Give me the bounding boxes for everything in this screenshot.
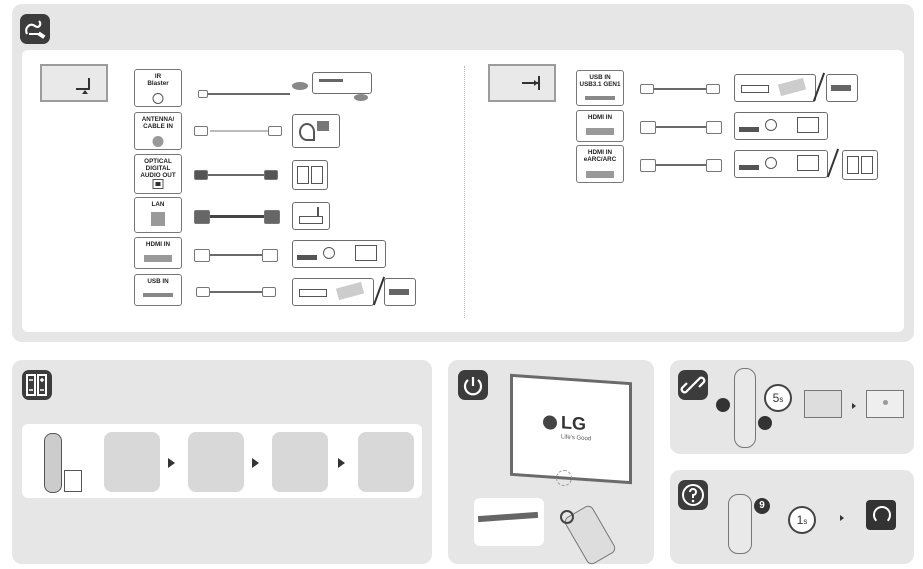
- battery-step-3: [272, 432, 328, 492]
- cable-icon: [20, 14, 50, 44]
- antenna-wall-icon: [292, 114, 340, 148]
- help-button-badge: 9: [754, 498, 770, 514]
- settings-button-icon: [758, 416, 772, 430]
- help-timer: 1s: [788, 506, 816, 534]
- step-arrow-2: [252, 458, 259, 468]
- battery-step-4: [358, 432, 414, 492]
- usb-plug-c: [640, 84, 654, 94]
- ir-plug: [198, 90, 208, 98]
- hdmi-earc-port: HDMI IN eARC/ARC: [576, 145, 624, 183]
- usb-stick-icon: [384, 278, 416, 306]
- ir-emitter-icon-2: [354, 94, 368, 101]
- ir-cable: [200, 93, 290, 95]
- speaker-icon-right: [842, 150, 878, 180]
- antenna-plug-a: [194, 126, 208, 136]
- home-button-icon: [716, 398, 730, 412]
- hdmi-in-port-right: HDMI IN: [576, 110, 624, 142]
- battery-icon: [22, 370, 52, 400]
- usb-drive-icon: [292, 278, 374, 306]
- set-top-box-icon: [312, 72, 372, 94]
- antenna-plug-b: [268, 126, 282, 136]
- usb-cable-left: [206, 291, 264, 293]
- lan-plug-a: [194, 210, 210, 224]
- hdmi-in-port-left: HDMI IN: [134, 237, 182, 269]
- usb-drive-icon-right: [734, 74, 816, 102]
- step-arrow-1: [168, 458, 175, 468]
- pair-timer: 5s: [764, 384, 792, 412]
- help-arrow: [840, 515, 844, 521]
- speaker-icon: [292, 160, 328, 190]
- hdmi-cable-left: [206, 254, 264, 256]
- hdmi-devices-icon: [292, 240, 386, 268]
- power-symbol-icon: [560, 510, 574, 524]
- usb-plug-b: [262, 287, 276, 297]
- lan-plug-b: [264, 210, 280, 224]
- earc-devices-icon: [734, 150, 828, 178]
- remote-with-batteries-icon: [44, 433, 62, 493]
- hdmi-plug-d: [706, 121, 722, 134]
- magic-remote-pair: [734, 368, 756, 448]
- hdmi-plug-c: [640, 121, 656, 134]
- hdmi-plug-f: [706, 159, 722, 172]
- hdmi-plug-b: [262, 249, 278, 262]
- antenna-port: ANTENNA/ CABLE IN: [134, 112, 182, 150]
- usb-in-port-right: USB IN USB3.1 GEN1: [576, 70, 624, 106]
- hdmi-plug-e: [640, 159, 656, 172]
- optical-audio-port: OPTICAL DIGITAL AUDIO OUT: [134, 154, 182, 194]
- optical-plug-b: [264, 170, 278, 180]
- optical-plug-a: [194, 170, 208, 180]
- hdmi-devices-icon-right: [734, 112, 828, 140]
- lan-port: LAN: [134, 197, 182, 233]
- lan-cable: [206, 215, 266, 218]
- tv-stand-closeup: [474, 498, 544, 546]
- battery-step-1: [104, 432, 160, 492]
- lg-logo-icon: [543, 415, 557, 431]
- hdmi-plug-a: [194, 249, 210, 262]
- tv-brand: LG: [561, 412, 586, 435]
- optical-cable: [204, 174, 266, 176]
- step-arrow-3: [338, 458, 345, 468]
- support-headset-icon: [866, 500, 896, 530]
- usb-plug-d: [706, 84, 720, 94]
- tv-screen-off: [804, 390, 842, 418]
- ir-blaster-port: IR Blaster: [134, 69, 182, 107]
- link-icon: [678, 370, 708, 400]
- tv-power-button[interactable]: [556, 470, 572, 486]
- pair-arrow: [852, 403, 856, 409]
- help-icon: [678, 480, 708, 510]
- tv-back-left: [40, 64, 108, 102]
- column-divider: [464, 66, 465, 318]
- magic-remote-help: [728, 494, 752, 554]
- tv-screen-paired: [866, 390, 904, 418]
- ir-emitter-icon: [292, 82, 308, 90]
- usb-in-port-left: USB IN: [134, 274, 182, 306]
- battery-pair-icon: [64, 470, 82, 492]
- tv-slogan: Life's Good: [561, 434, 592, 443]
- router-icon: [292, 202, 330, 230]
- hdmi-earc-cable: [652, 164, 708, 166]
- usb-stick-icon-right: [826, 74, 858, 102]
- tv-back-right: [488, 64, 556, 102]
- power-icon: [458, 370, 488, 400]
- antenna-cable: [210, 130, 270, 132]
- usb-plug-a: [196, 287, 210, 297]
- hdmi-cable-right: [652, 126, 708, 128]
- tv-front: LG Life's Good: [510, 373, 632, 485]
- battery-step-2: [188, 432, 244, 492]
- usb-cable-right: [650, 88, 708, 90]
